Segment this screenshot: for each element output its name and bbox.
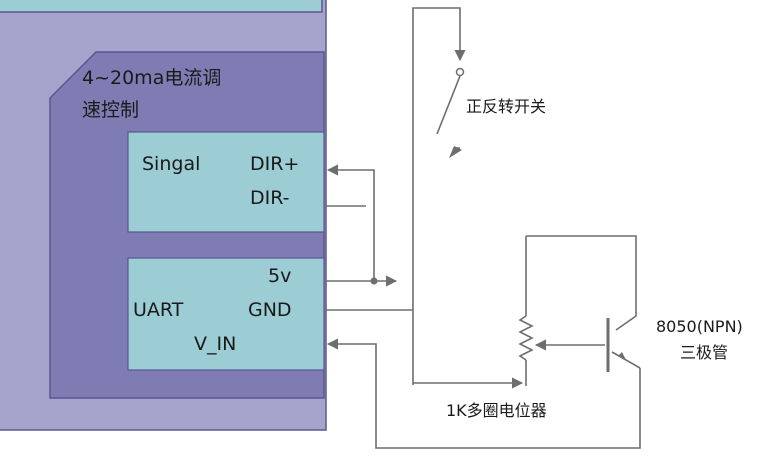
signal-label: Singal	[142, 153, 200, 175]
pin-dir-minus: DIR-	[250, 187, 290, 209]
signal-block	[127, 131, 325, 233]
switch-terminal-top	[455, 67, 465, 77]
module-title-line2: 速控制	[82, 99, 139, 121]
transistor-emitter-arrow	[618, 352, 626, 360]
wire-dir-plus	[326, 164, 375, 283]
wire-switch-top	[412, 7, 466, 385]
uart-label: UART	[133, 299, 184, 321]
switch-blade	[436, 75, 461, 135]
pin-vin: V_IN	[194, 333, 236, 355]
pin-dir-plus: DIR+	[250, 153, 299, 175]
transistor-label-line1: 8050(NPN)	[656, 317, 743, 336]
wire-emitter-return	[326, 338, 641, 449]
pin-gnd: GND	[248, 299, 292, 321]
module-title-line1: 4~20ma电流调	[82, 67, 221, 89]
potentiometer-label: 1K多圈电位器	[446, 401, 547, 420]
pin-5v: 5v	[268, 265, 291, 287]
uart-block	[127, 257, 325, 371]
switch-label: 正反转开关	[466, 97, 546, 116]
top-module-block	[0, 0, 323, 13]
transistor-label-line2: 三极管	[680, 343, 728, 362]
wire-collector	[526, 235, 637, 331]
switch-contact-arrow	[449, 146, 462, 158]
potentiometer-resistor	[518, 315, 534, 361]
